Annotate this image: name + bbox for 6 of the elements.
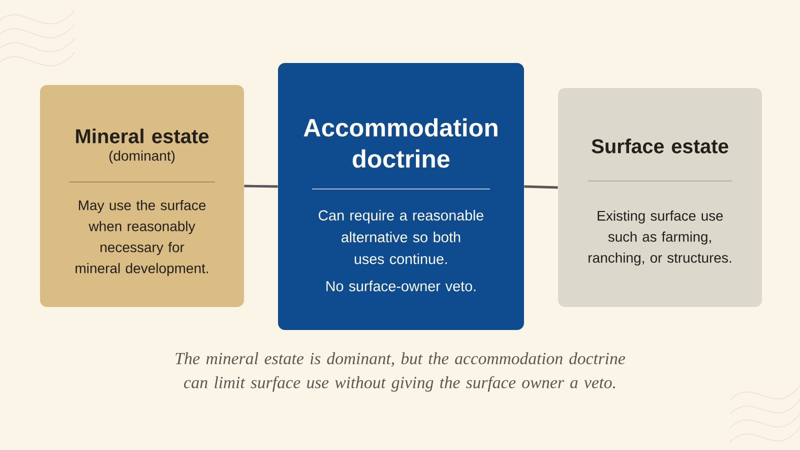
estate-card: Mineral estate (dominant) May use the surface when reasonably necessary for mineral development.	[40, 85, 244, 307]
caption: The mineral estate is dominant, but the accommodation doctrine can limit surface use without giving the surface owner a veto.	[176, 352, 626, 392]
connector-line	[244, 184, 278, 188]
estate-card: Accommodation doctrine Can require a reasonable alternative so both uses continue. No surface-owner veto.	[278, 63, 524, 330]
connector-line	[524, 185, 558, 189]
estate-card: Surface estate Existing surface use such as farming, ranching, or structures.	[558, 88, 762, 307]
